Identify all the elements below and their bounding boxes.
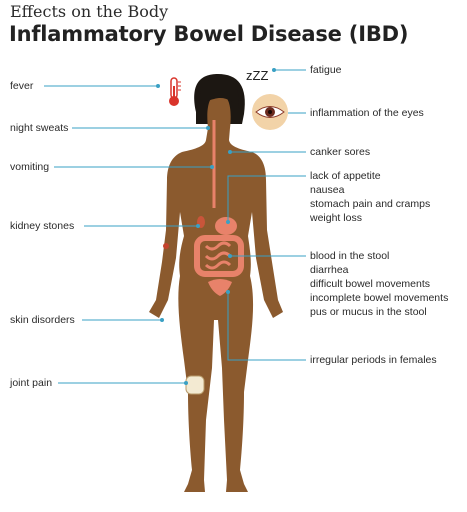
leader-lines [44, 69, 306, 384]
label-vomiting: vomiting [10, 161, 50, 173]
small-intestine [204, 241, 232, 270]
label-incomplete-bowel-movements: incomplete bowel movements [310, 292, 449, 304]
label-skin-disorders: skin disorders [10, 314, 75, 326]
joint-pain-marker [185, 375, 205, 395]
label-kidney-stones: kidney stones [10, 220, 75, 232]
leader-periods [227, 292, 306, 361]
label-difficult-bowel-movements: difficult bowel movements [310, 278, 431, 290]
label-stomach-pain: stomach pain and cramps [310, 198, 431, 210]
label-eye-inflammation: inflammation of the eyes [310, 107, 424, 119]
label-night-sweats: night sweats [10, 122, 69, 134]
label-joint-pain: joint pain [10, 377, 53, 389]
label-fatigue: fatigue [310, 64, 342, 76]
thermometer-icon [169, 77, 181, 106]
label-fever: fever [10, 80, 34, 92]
sleep-zzz-icon: zZZ [246, 68, 268, 83]
uterus [208, 279, 232, 296]
leader-dots [156, 68, 276, 385]
label-weight-loss: weight loss [310, 212, 362, 224]
stomach [215, 217, 237, 235]
label-blood-in-stool: blood in the stool [310, 250, 390, 262]
label-irregular-periods: irregular periods in females [310, 354, 437, 366]
skin-lesion [163, 243, 169, 249]
label-nausea: nausea [310, 184, 345, 196]
page-title: Inflammatory Bowel Disease (IBD) [9, 22, 409, 46]
label-diarrhea: diarrhea [310, 264, 349, 276]
label-lack-of-appetite: lack of appetite [310, 170, 381, 182]
page-subtitle: Effects on the Body [10, 2, 169, 21]
hair-top [199, 78, 239, 108]
label-pus-mucus: pus or mucus in the stool [310, 306, 427, 318]
inflamed-eye-icon [252, 94, 288, 130]
leader-digestive [227, 175, 306, 222]
label-canker-sores: canker sores [310, 146, 371, 158]
